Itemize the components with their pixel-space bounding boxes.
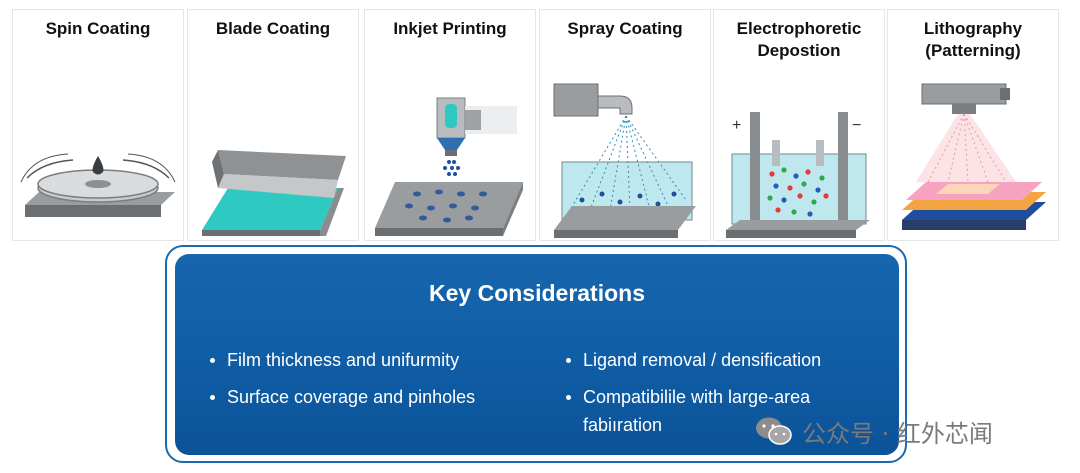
panel-title: Blade Coating: [215, 19, 331, 38]
inkjet-printer-illustration: [375, 97, 523, 236]
panel-title: Lithography (Patterning): [923, 19, 1023, 60]
panel-electrophoretic-deposition: Electrophoretic Depostion + −: [713, 9, 885, 241]
watermark-text: 公众号 · 红外芯闻: [802, 419, 993, 448]
consideration-item: Surface coverage and pinholes: [210, 383, 530, 411]
electrophoretic-illustration: + −: [726, 112, 870, 238]
consideration-item: Ligand removal / densification: [566, 346, 856, 374]
watermark: 公众号 · 红外芯闻: [754, 414, 993, 448]
considerations-list-left: Film thickness and unifurmity Surface co…: [210, 346, 530, 420]
key-considerations-title: Key Considerations: [429, 280, 645, 306]
panel-spin-coating: Spin Coating: [12, 9, 184, 241]
lithography-illustration: [902, 83, 1046, 230]
consideration-item: Film thickness and unifurmity: [210, 346, 530, 374]
panel-title: Spin Coating: [45, 19, 151, 38]
panel-blade-coating: Blade Coating: [187, 9, 359, 241]
considerations-list-right: Ligand removal / densification Compatibi…: [566, 346, 856, 448]
wechat-icon: [756, 417, 792, 445]
panel-title: Inkjet Printing: [393, 19, 507, 38]
panel-lithography: Lithography (Patterning): [887, 9, 1059, 241]
panel-inkjet-printing: Inkjet Printing: [364, 9, 536, 241]
minus-sign: −: [852, 117, 861, 134]
spray-coater-illustration: [553, 83, 696, 238]
blade-coater-illustration: [202, 150, 346, 236]
panel-spray-coating: Spray Coating: [539, 9, 711, 241]
spin-coater-illustration: [20, 153, 176, 217]
plus-sign: +: [732, 117, 741, 134]
panel-title: Electrophoretic Depostion: [736, 19, 862, 60]
panel-title: Spray Coating: [567, 19, 683, 38]
consideration-item: Compatibilile with large-area fabiıratio…: [566, 383, 856, 439]
